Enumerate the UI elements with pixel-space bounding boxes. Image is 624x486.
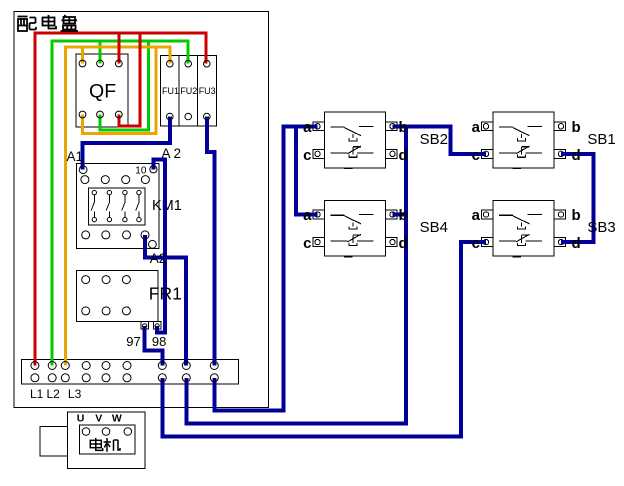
svg-text:QF: QF xyxy=(89,81,116,103)
svg-text:A2: A2 xyxy=(150,251,167,266)
svg-text:b: b xyxy=(572,119,581,136)
svg-text:c: c xyxy=(472,235,480,252)
svg-text:10: 10 xyxy=(135,166,147,177)
svg-text:SB4: SB4 xyxy=(420,219,448,236)
svg-text:b: b xyxy=(399,119,408,136)
svg-text:L1: L1 xyxy=(30,387,44,401)
svg-text:a: a xyxy=(303,119,312,136)
svg-text:a: a xyxy=(472,207,481,224)
svg-text:FU2: FU2 xyxy=(180,86,197,96)
svg-text:FU1: FU1 xyxy=(162,86,179,96)
svg-text:c: c xyxy=(303,235,311,252)
svg-text:a: a xyxy=(303,207,312,224)
svg-text:d: d xyxy=(399,235,408,252)
svg-text:W: W xyxy=(112,413,122,425)
svg-text:V: V xyxy=(95,413,102,425)
svg-text:U: U xyxy=(77,413,85,425)
svg-text:c: c xyxy=(303,147,311,164)
svg-text:FR1: FR1 xyxy=(149,284,182,304)
svg-text:L3: L3 xyxy=(68,387,82,401)
svg-text:d: d xyxy=(399,147,408,164)
svg-text:FU3: FU3 xyxy=(199,86,216,96)
svg-text:A1: A1 xyxy=(67,149,84,164)
svg-text:97: 97 xyxy=(126,334,140,349)
svg-text:98: 98 xyxy=(152,334,166,349)
svg-text:c: c xyxy=(472,147,480,164)
svg-text:d: d xyxy=(572,147,581,164)
svg-text:A 2: A 2 xyxy=(162,146,182,161)
svg-text:a: a xyxy=(472,119,481,136)
svg-text:SB1: SB1 xyxy=(587,131,615,148)
svg-text:d: d xyxy=(572,235,581,252)
svg-text:SB2: SB2 xyxy=(420,131,448,148)
svg-text:L2: L2 xyxy=(47,387,61,401)
svg-text:b: b xyxy=(399,207,408,224)
svg-text:SB3: SB3 xyxy=(587,219,615,236)
svg-text:b: b xyxy=(572,207,581,224)
